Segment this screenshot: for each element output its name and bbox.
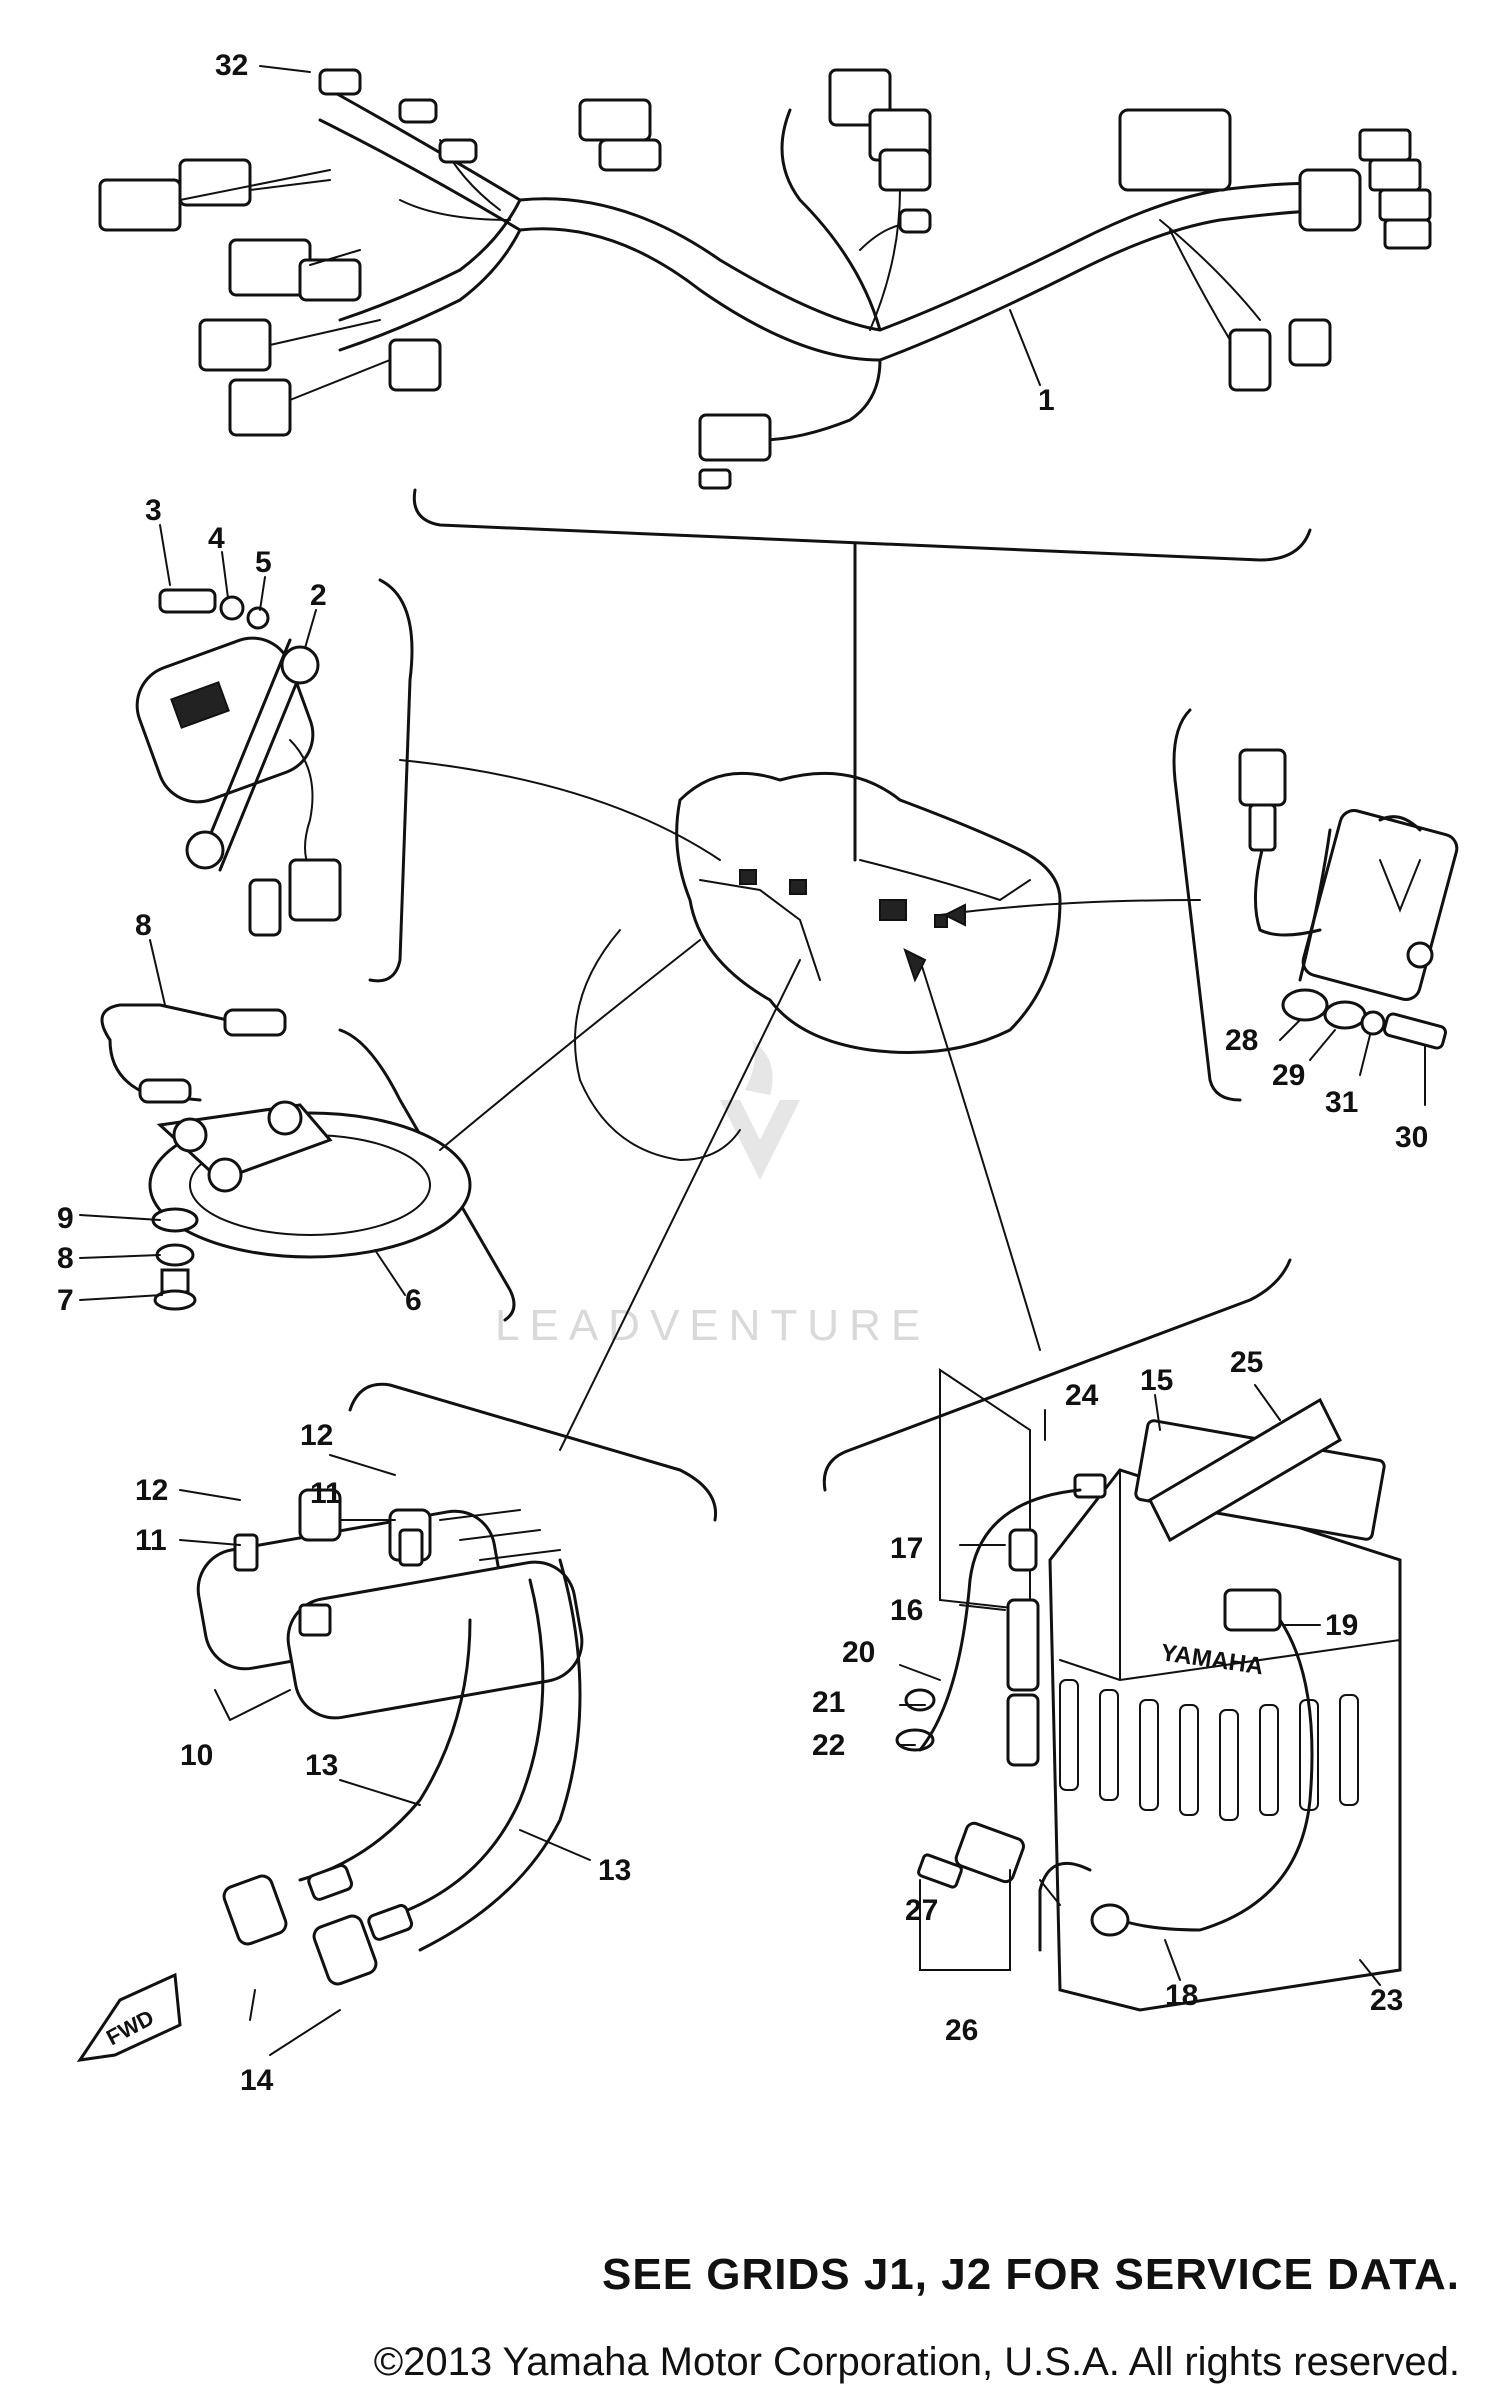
part-label-2: 2 <box>310 579 327 612</box>
part-label-11-lower: 11 <box>135 1524 167 1557</box>
part-label-12-lower: 12 <box>135 1474 168 1507</box>
service-data-note: SEE GRIDS J1, J2 FOR SERVICE DATA. <box>602 2250 1460 2299</box>
fwd-arrow: FWD <box>76 1972 182 2062</box>
part-6-assembly <box>79 939 701 1322</box>
watermark-text: LEADVENTURE <box>495 1301 930 1350</box>
part-label-5: 5 <box>255 546 272 579</box>
part-label-18: 18 <box>1165 1979 1198 2012</box>
wire-harness <box>98 68 1432 862</box>
part-label-29: 29 <box>1272 1059 1305 1092</box>
frame-sketch <box>574 771 1062 1162</box>
part-label-1: 1 <box>1038 384 1055 417</box>
part-label-23: 23 <box>1370 1984 1403 2017</box>
part-label-4: 4 <box>208 522 225 555</box>
part-label-13-left: 13 <box>305 1749 338 1782</box>
part-label-17: 17 <box>890 1532 923 1565</box>
part-label-7: 7 <box>57 1284 74 1317</box>
battery-assembly: YAMAHA <box>822 948 1402 2012</box>
part-label-19: 19 <box>1325 1609 1358 1642</box>
part-label-8-lower: 8 <box>57 1242 74 1275</box>
part-label-20: 20 <box>842 1636 875 1669</box>
part-labels: 32 1 3 4 5 2 8 9 8 7 6 28 29 31 30 12 12… <box>57 49 1428 2097</box>
part-label-11-upper: 11 <box>310 1477 342 1510</box>
part-label-16: 16 <box>890 1594 923 1627</box>
part-label-28: 28 <box>1225 1024 1258 1057</box>
part-label-27: 27 <box>905 1894 938 1927</box>
part-label-15: 15 <box>1140 1364 1173 1397</box>
part-label-22: 22 <box>812 1729 845 1762</box>
copyright-notice: ©2013 Yamaha Motor Corporation, U.S.A. A… <box>373 2340 1460 2384</box>
part-label-25: 25 <box>1230 1346 1263 1379</box>
part-label-30: 30 <box>1395 1121 1428 1154</box>
part-label-3: 3 <box>145 494 162 527</box>
part-label-24: 24 <box>1065 1379 1099 1412</box>
part-label-10: 10 <box>180 1739 213 1772</box>
regulator-assembly <box>939 708 1459 1106</box>
watermark: LEADVENTURE <box>495 1040 930 1350</box>
part-label-26: 26 <box>945 2014 978 2047</box>
part-label-8-upper: 8 <box>135 909 152 942</box>
part-label-14: 14 <box>240 2064 274 2097</box>
part-label-6: 6 <box>405 1284 422 1317</box>
battery-cells <box>1059 1679 1359 1821</box>
part-label-32: 32 <box>215 49 248 82</box>
part-label-9: 9 <box>57 1202 74 1235</box>
ignition-coil-assembly <box>179 959 801 2056</box>
part-label-21: 21 <box>812 1686 845 1719</box>
part-label-13-right: 13 <box>598 1854 631 1887</box>
part-label-12-upper: 12 <box>300 1419 333 1452</box>
part-2-assembly <box>135 578 721 983</box>
part-label-31: 31 <box>1325 1086 1358 1119</box>
